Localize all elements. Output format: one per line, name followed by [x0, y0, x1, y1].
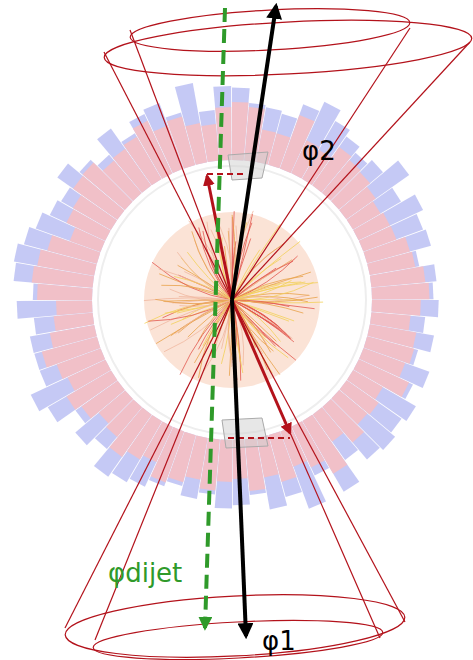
histogram-bar	[372, 282, 434, 299]
track	[232, 300, 280, 375]
histogram-bar	[56, 301, 93, 316]
gray-box	[228, 152, 268, 180]
track	[203, 300, 232, 346]
red-vectors	[207, 174, 290, 438]
gray-box	[222, 418, 268, 448]
dijet-axis	[205, 8, 225, 628]
track	[232, 300, 281, 342]
histogram-bar	[54, 313, 95, 331]
track	[180, 300, 233, 306]
dijet-angle-label: φdijet	[108, 560, 182, 586]
jet-axis	[232, 6, 276, 300]
jet-angle-label: φ1	[262, 628, 296, 654]
jet-cones	[64, 3, 473, 660]
track	[232, 256, 298, 300]
track	[163, 300, 232, 301]
calorimeter-histogram	[14, 83, 439, 510]
histogram-bar	[372, 283, 430, 300]
jet-axis	[232, 300, 246, 636]
track	[232, 282, 314, 300]
track	[232, 300, 276, 341]
histogram-bar	[17, 301, 93, 319]
track	[179, 297, 232, 301]
histogram-bar	[201, 124, 219, 162]
jet-angle-label: φ2	[302, 138, 336, 164]
track	[232, 300, 288, 358]
track	[145, 300, 233, 323]
